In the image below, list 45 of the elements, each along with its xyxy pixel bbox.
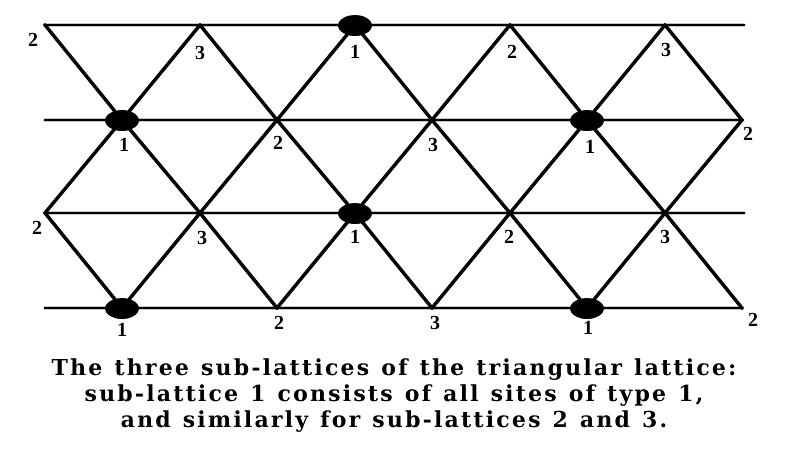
- lattice-line: [430, 211, 512, 310]
- site-label: 1: [350, 227, 360, 247]
- site-label: 1: [119, 135, 129, 155]
- lattice-line: [430, 306, 572, 310]
- lattice-line: [128, 211, 202, 300]
- site-label: 2: [507, 42, 517, 62]
- lattice-line: [43, 23, 116, 112]
- site-label: 1: [585, 137, 595, 157]
- site-label: 3: [197, 228, 207, 248]
- site-label: 2: [28, 30, 38, 50]
- site-label: 2: [273, 133, 283, 153]
- lattice-line: [198, 24, 340, 26]
- site-label: 2: [748, 310, 758, 330]
- site-label: 1: [350, 42, 360, 62]
- site-label: 3: [660, 227, 670, 247]
- lattice-line: [602, 306, 744, 310]
- lattice-line: [592, 211, 667, 300]
- lattice-line: [508, 211, 582, 300]
- site-label: 1: [117, 320, 127, 340]
- lattice-line: [44, 24, 202, 26]
- site-label: 2: [743, 124, 753, 144]
- lattice-line: [128, 23, 202, 112]
- site-label: 3: [195, 43, 205, 63]
- lattice-line: [276, 306, 434, 310]
- lattice-line: [664, 24, 746, 26]
- lattice-line: [275, 220, 350, 310]
- lattice-line: [508, 24, 666, 26]
- lattice-line: [360, 118, 434, 206]
- site-label: 1: [583, 318, 593, 338]
- site-label: 2: [32, 218, 42, 238]
- lattice-line: [370, 24, 512, 26]
- lattice-line: [44, 118, 106, 122]
- lattice-line: [138, 306, 278, 310]
- caption-text: The three sub-lattices of the triangular lattice: sub-lattice 1 consists of all sites of type 1, and similarly for sub-lattices 2 and 3.: [52, 355, 738, 433]
- site-label: 2: [504, 227, 514, 247]
- lattice-line: [275, 118, 349, 206]
- lattice-line: [508, 23, 582, 112]
- lattice-line: [43, 211, 116, 300]
- site-label: 3: [430, 313, 440, 333]
- lattice-line: [592, 23, 667, 112]
- site-label: 3: [428, 135, 438, 155]
- site-label: 2: [274, 313, 284, 333]
- site-label: 3: [661, 40, 671, 60]
- lattice-line: [44, 306, 106, 310]
- lattice-line: [663, 211, 744, 310]
